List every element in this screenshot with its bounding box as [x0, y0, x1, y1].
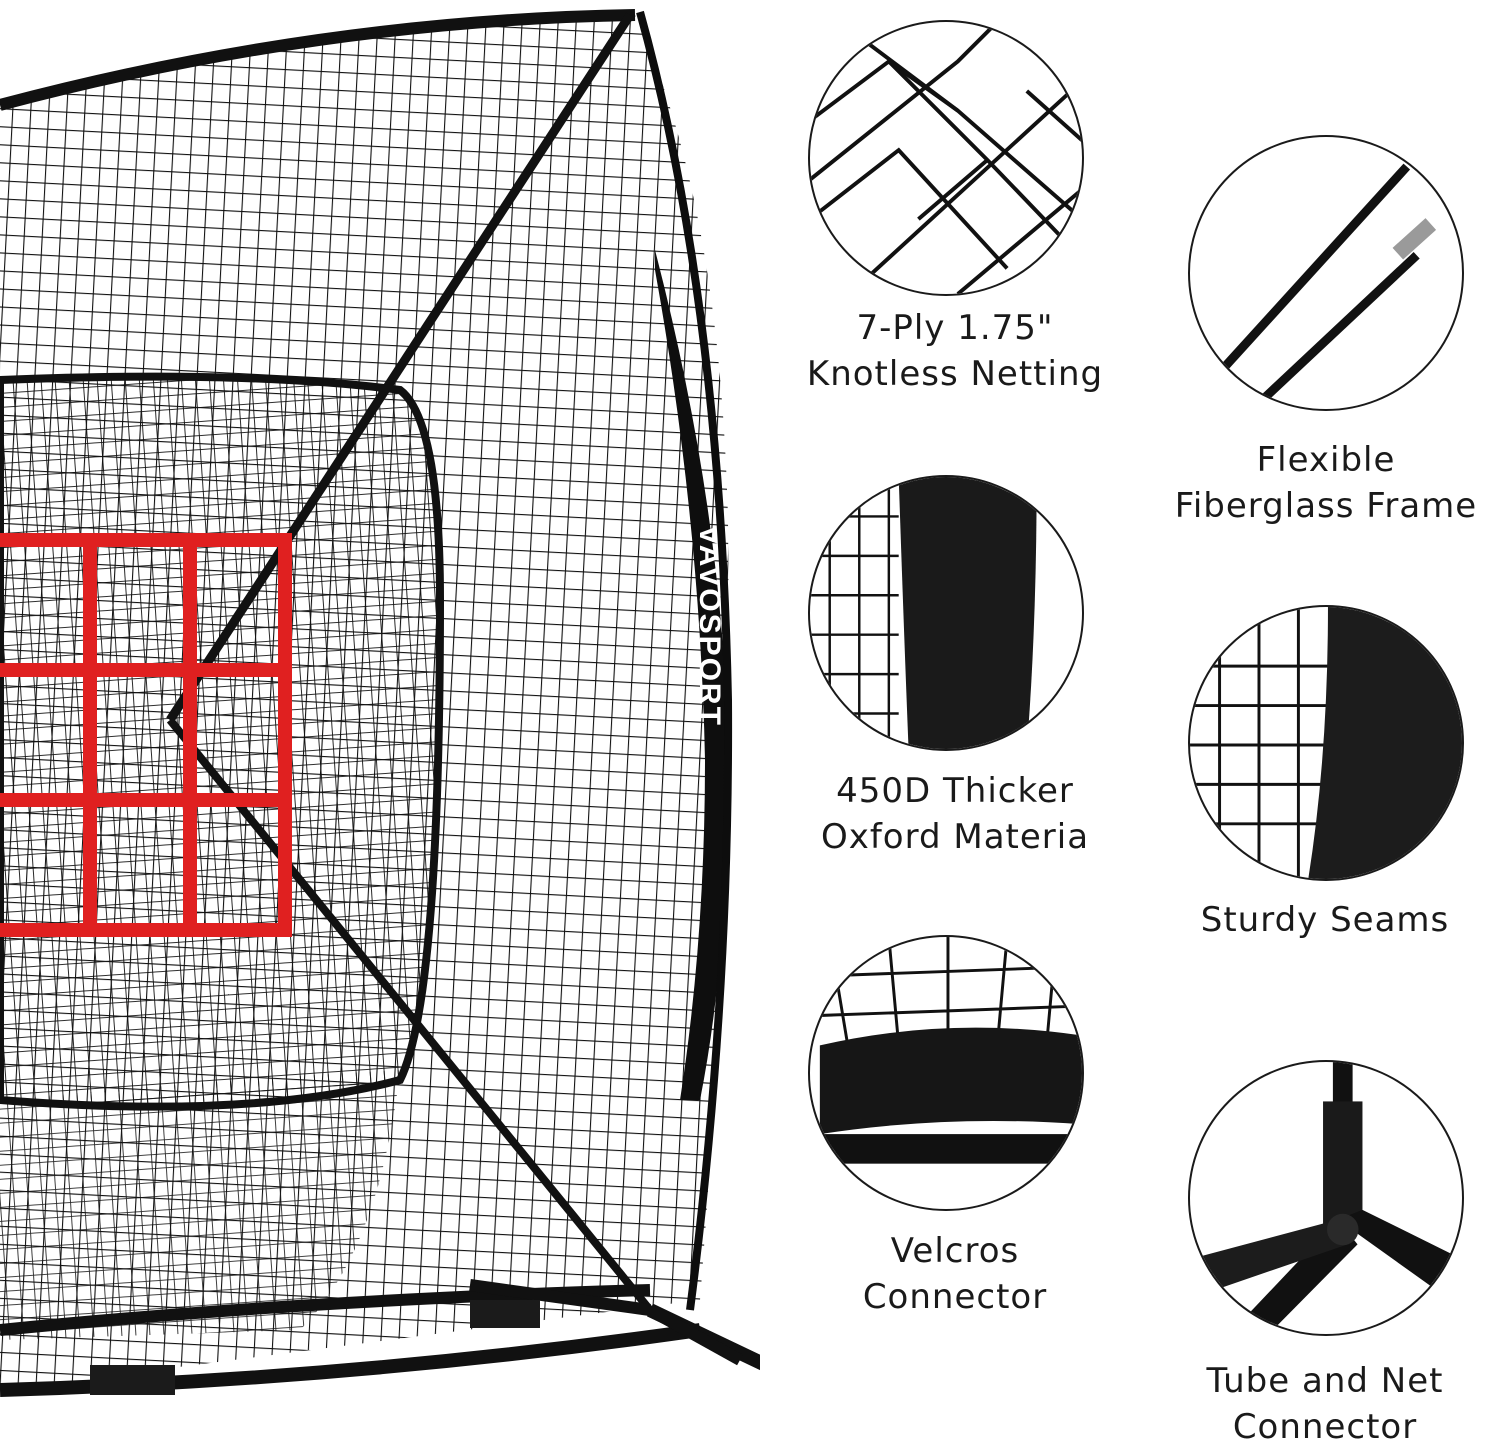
feature-label-tube: Tube and Net Connector	[1206, 1361, 1444, 1447]
strike-zone-target	[0, 533, 292, 937]
netting-closeup-icon	[810, 22, 1082, 294]
feature-circle-tube	[1188, 1060, 1464, 1336]
fiberglass-pole-icon	[1206, 163, 1437, 407]
feature-circle-oxford	[808, 475, 1084, 751]
feature-label-seams: Sturdy Seams	[1200, 900, 1450, 940]
feature-circle-seams	[1188, 605, 1464, 881]
feature-label-netting: 7-Ply 1.75" Knotless Netting	[806, 308, 1104, 394]
product-image-net: VAVOSPORT	[0, 9, 864, 1417]
feature-label-velcro: Velcros Connector	[862, 1231, 1048, 1317]
feature-circle-velcro	[808, 935, 1084, 1211]
feature-circle-fiberglass	[1188, 135, 1464, 411]
oxford-sleeve-icon	[810, 477, 1037, 749]
feature-label-fiberglass: Flexible Fiberglass Frame	[1174, 440, 1478, 526]
velcro-strap-icon	[810, 937, 1082, 1164]
feature-label-oxford: 450D Thicker Oxford Materia	[820, 771, 1090, 857]
feature-circle-netting	[808, 20, 1084, 296]
practice-net-illustration: VAVOSPORT	[0, 9, 864, 1417]
tube-connector-icon	[1190, 1062, 1462, 1334]
seam-closeup-icon	[1190, 607, 1462, 879]
